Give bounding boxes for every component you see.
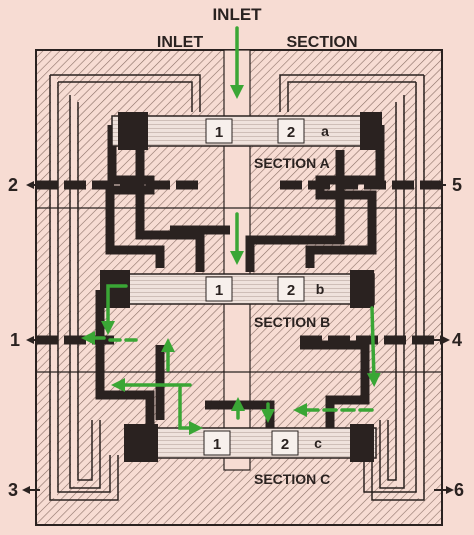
port-3-label: 3 <box>8 480 18 500</box>
port-1-label: 1 <box>10 330 20 350</box>
spool-b-num1: 1 <box>215 282 223 299</box>
spool-b-letter: b <box>316 281 325 297</box>
section-a-label: SECTION A <box>254 155 330 171</box>
spool-a-num1: 1 <box>215 124 223 141</box>
spool-c-letter: c <box>314 435 322 451</box>
inlet-right-label: SECTION <box>286 34 357 51</box>
spool-c-num1: 1 <box>213 436 221 453</box>
inlet-top-label: INLET <box>212 5 262 24</box>
channel-lanes <box>51 76 423 498</box>
flow-arrows <box>81 26 381 435</box>
spool-a-num2: 2 <box>287 124 295 141</box>
outer-passages <box>49 74 425 501</box>
section-b-label: SECTION B <box>254 314 330 330</box>
spool-c-num2: 2 <box>281 436 289 453</box>
port-arrows <box>22 181 454 494</box>
spool-c <box>124 424 377 462</box>
spool-b-num2: 2 <box>287 282 295 299</box>
spool-a <box>111 112 382 150</box>
section-c-label: SECTION C <box>254 471 330 487</box>
port-5-label: 5 <box>452 175 462 195</box>
inlet-left-label: INLET <box>157 34 203 51</box>
port-2-label: 2 <box>8 175 18 195</box>
channels-section-a <box>105 125 385 272</box>
spool-a-letter: a <box>321 123 329 139</box>
port-4-label: 4 <box>452 330 462 350</box>
port-6-label: 6 <box>454 480 464 500</box>
spool-b <box>100 270 375 308</box>
port-lines <box>36 180 442 345</box>
